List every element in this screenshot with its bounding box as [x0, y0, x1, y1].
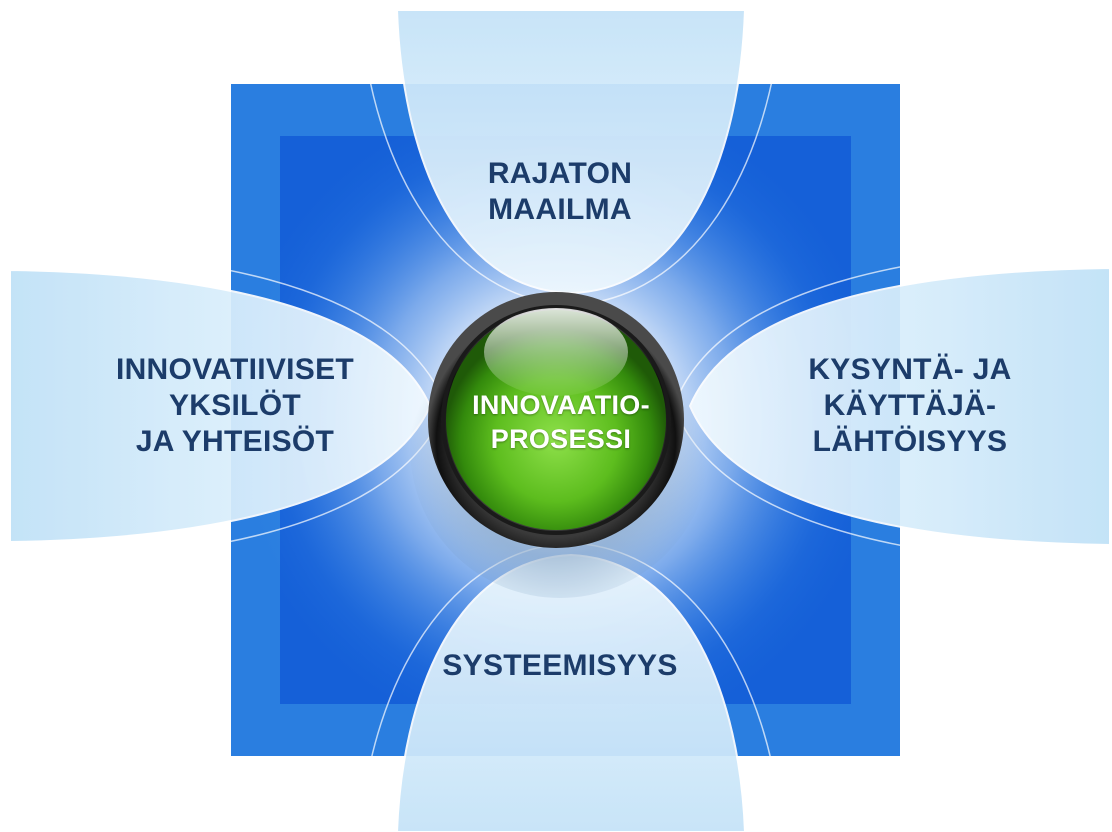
label-line: INNOVAATIO- [472, 390, 650, 420]
center-button-ring [441, 305, 671, 535]
label-kysynta-ja-kayttaja: KYSYNTÄ- JA KÄYTTÄJÄ- LÄHTÖISYYS [745, 352, 1075, 460]
label-innovatiiviset-yksilot: INNOVATIIVISET YKSILÖT JA YHTEISÖT [70, 352, 400, 460]
label-line: SYSTEEMISYYS [442, 649, 678, 682]
label-line: KÄYTTÄJÄ- [823, 389, 997, 422]
center-button-gloss [484, 308, 628, 396]
label-innovaatioprosessi: INNOVAATIO- PROSESSI [452, 388, 670, 456]
label-line: LÄHTÖISYYS [812, 425, 1008, 458]
label-rajaton-maailma: RAJATON MAAILMA [430, 156, 690, 228]
label-line: RAJATON [487, 157, 633, 190]
label-line: YKSILÖT [168, 389, 302, 422]
label-line: KYSYNTÄ- JA [808, 353, 1012, 386]
label-line: JA YHTEISÖT [135, 425, 335, 458]
label-line: MAAILMA [488, 193, 632, 226]
label-line: INNOVATIIVISET [115, 353, 355, 386]
label-line: PROSESSI [490, 424, 632, 454]
label-systeemisyys: SYSTEEMISYYS [395, 648, 725, 684]
